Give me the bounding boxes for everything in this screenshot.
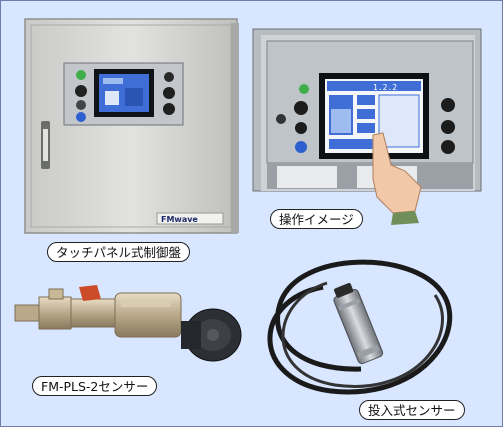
nameplate-text: FMwave bbox=[161, 215, 198, 224]
control-panel-label: タッチパネル式制御盤 bbox=[47, 242, 191, 262]
operation-image-label: 操作イメージ bbox=[270, 209, 363, 229]
control-panel-cabinet: FMwave bbox=[24, 18, 239, 234]
sensor-cable bbox=[267, 259, 453, 395]
touch-display-value: 1.2.2 bbox=[373, 83, 397, 92]
operation-image-photo: 1.2.2 bbox=[252, 28, 482, 225]
submersible-sensor-label: 投入式センサー bbox=[359, 400, 465, 420]
selector-knob-icon bbox=[75, 85, 87, 97]
fm-sensor-illustration bbox=[14, 285, 242, 362]
blue-lamp-icon bbox=[76, 112, 86, 122]
fm-sensor-label: FM-PLS-2センサー bbox=[32, 376, 158, 396]
submersible-sensor-illustration bbox=[267, 259, 453, 395]
pointing-hand-icon bbox=[372, 132, 422, 225]
green-lamp-icon bbox=[76, 70, 86, 80]
red-connector-icon bbox=[79, 285, 101, 301]
